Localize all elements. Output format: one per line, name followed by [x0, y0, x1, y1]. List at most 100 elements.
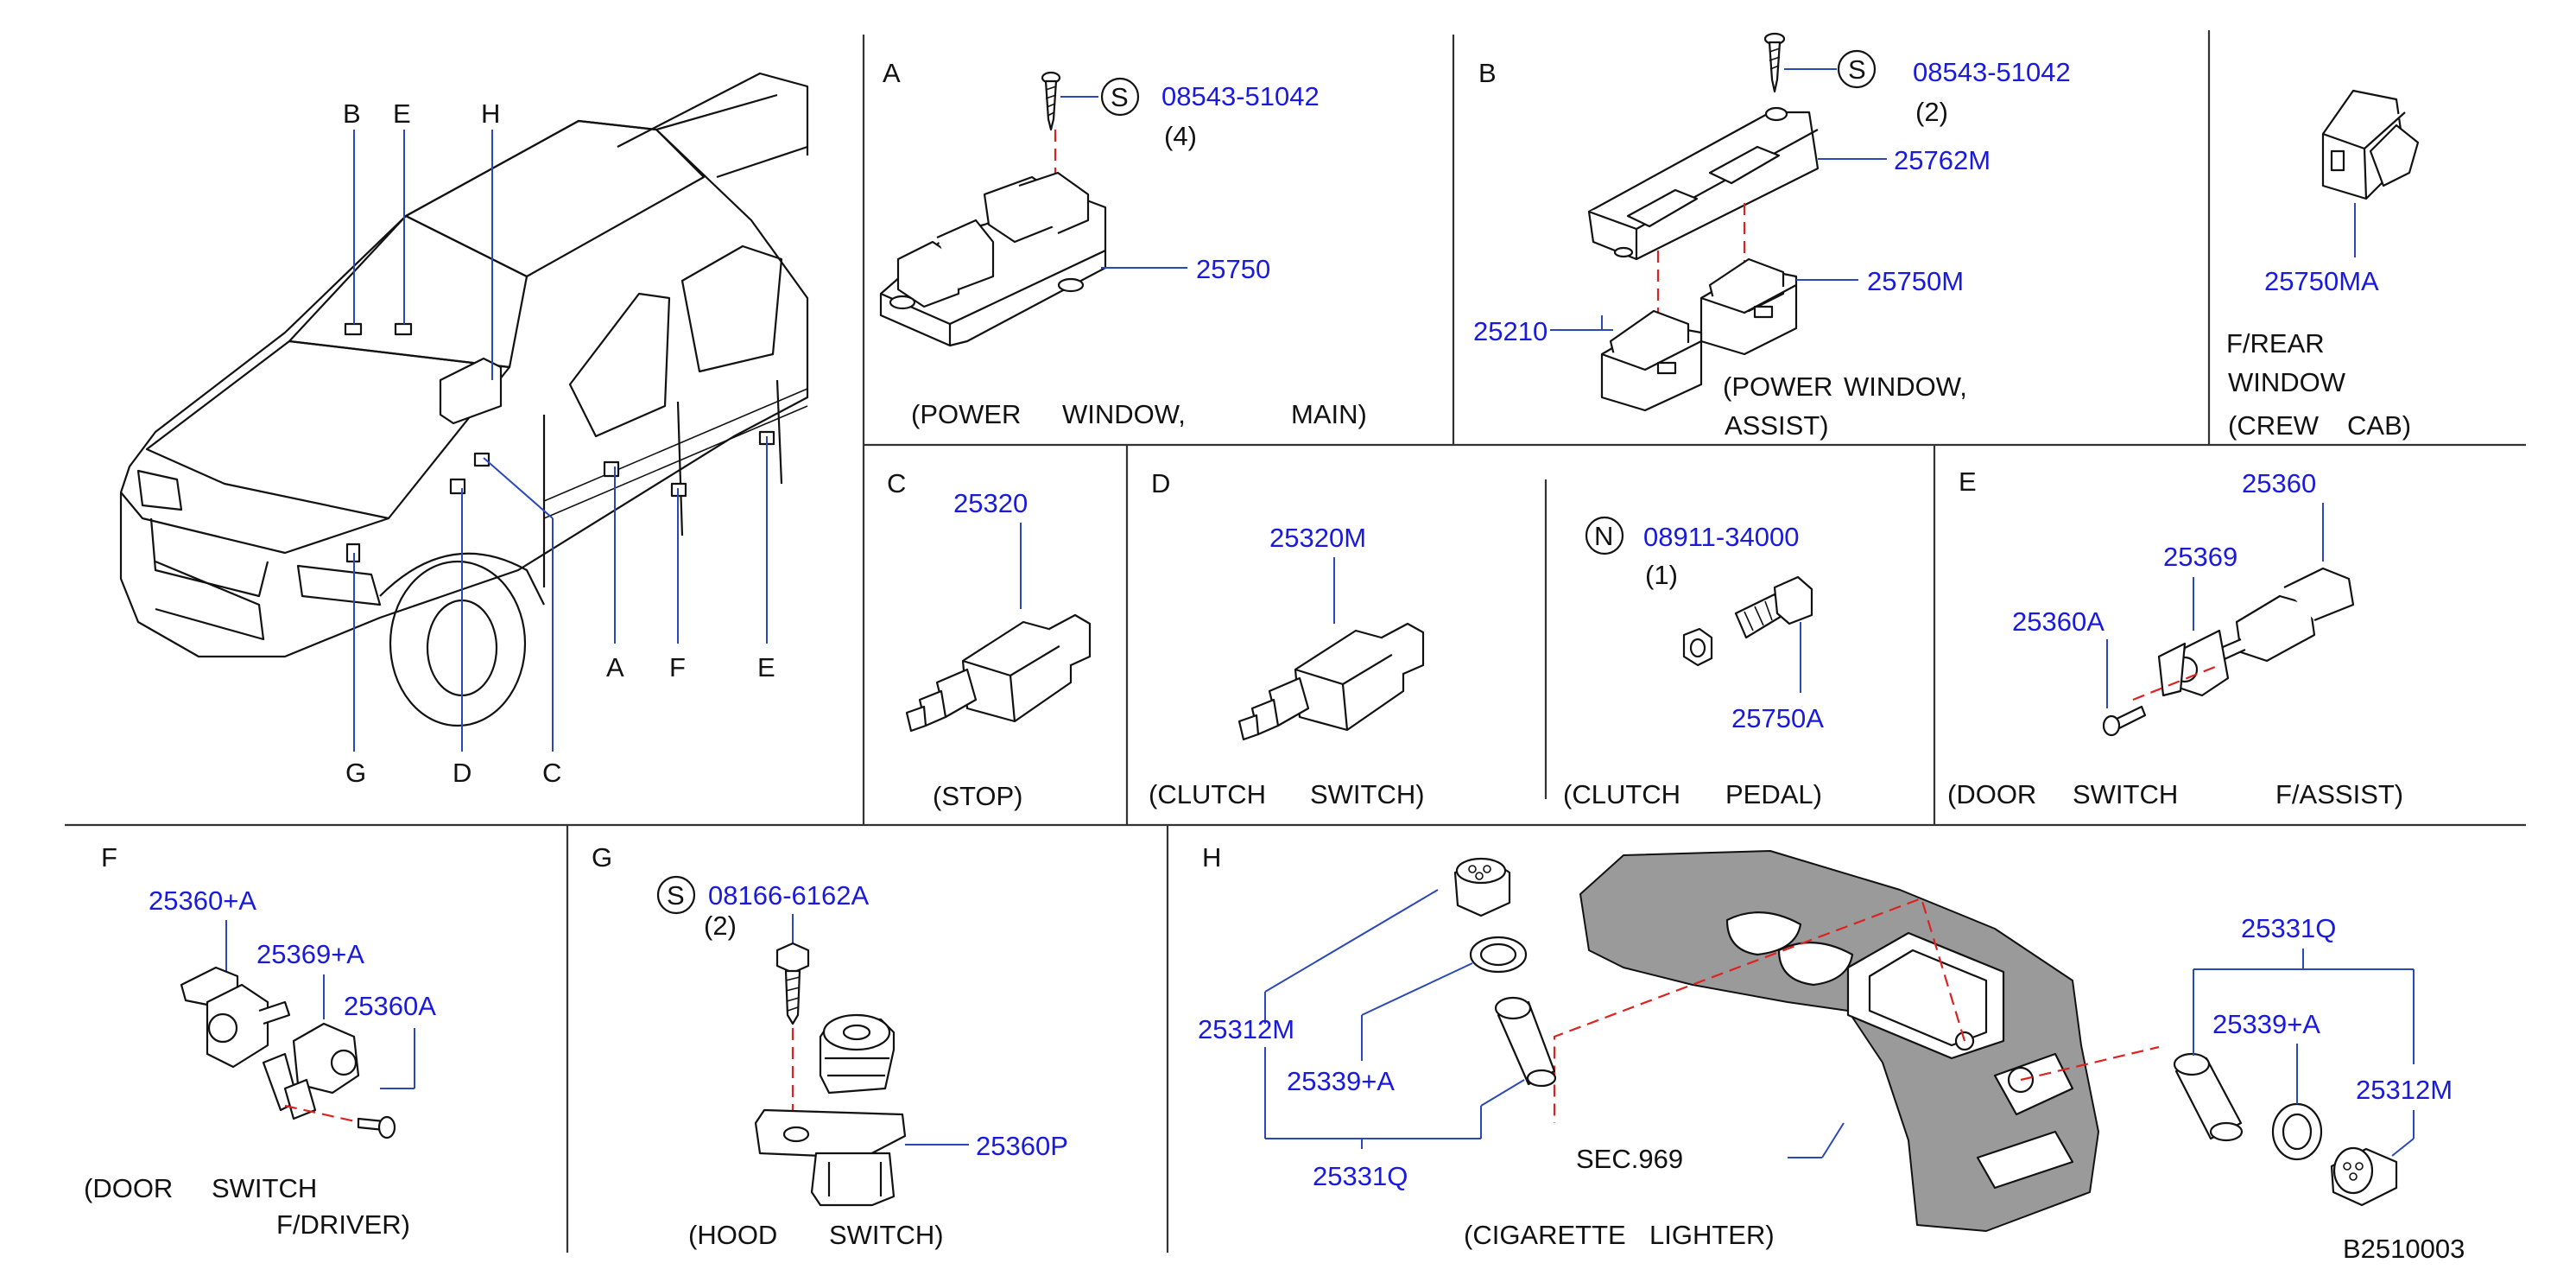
callout-d: D	[453, 758, 472, 788]
part-number-25360: 25360	[2242, 468, 2316, 498]
part-number-25750m: 25750M	[1867, 266, 1964, 296]
center-console	[1579, 850, 2099, 1232]
callout-g: G	[345, 758, 366, 788]
rear-caption-4: CAB)	[2347, 410, 2411, 441]
power-window-main-switch	[879, 171, 1107, 347]
hood-switch	[754, 1013, 907, 1207]
section-c-letter: C	[887, 468, 906, 498]
rear-caption-1: F/REAR	[2226, 328, 2325, 359]
section-a-letter: A	[883, 58, 901, 88]
part-number-25369-a: 25369+A	[256, 939, 364, 969]
section-b-letter: B	[1478, 58, 1497, 88]
section-b-caption-3: ASSIST)	[1725, 410, 1829, 441]
section-f-caption-2: SWITCH	[212, 1173, 317, 1203]
stop-lamp-switch	[905, 613, 1092, 733]
section-d-letter: D	[1151, 468, 1170, 498]
section-e-caption-2: SWITCH	[2073, 779, 2178, 809]
section-g-bolt-symbol: S	[667, 880, 685, 911]
part-number-25360-a: 25360+A	[149, 885, 256, 916]
part-number-08911-34000: 08911-34000	[1643, 522, 1799, 552]
section-b-screw-qty: (2)	[1915, 97, 1948, 127]
lighter-ring-left	[1469, 936, 1528, 974]
section-a-screw-symbol: S	[1111, 82, 1129, 112]
part-number-25339-a-right: 25339+A	[2212, 1009, 2320, 1039]
truck-overview-illustration	[119, 72, 809, 727]
part-number-25750a: 25750A	[1731, 703, 1824, 733]
screw-icon	[1763, 32, 1786, 93]
section-a-caption-3: MAIN)	[1291, 399, 1367, 429]
door-switch-f	[180, 966, 360, 1120]
section-d: D 25320M (CLUTCH SWITCH) N 08911-34000 (…	[1149, 468, 1824, 809]
section-g: G S 08166-6162A (2) 25360P (HOOD SWITCH)	[592, 842, 1068, 1250]
section-b-caption-2: WINDOW,	[1844, 371, 1967, 402]
part-number-25312m-left: 25312M	[1198, 1014, 1294, 1044]
section-g-caption-1: (HOOD	[688, 1220, 777, 1250]
overview-leaders	[353, 130, 768, 752]
section-c: C 25320 (STOP)	[887, 468, 1092, 811]
part-number-25320: 25320	[953, 488, 1028, 518]
section-d-nut-symbol: N	[1594, 521, 1613, 551]
section-h-caption-2: LIGHTER)	[1649, 1220, 1775, 1250]
power-window-assist-switch	[1699, 257, 1798, 356]
part-number-25210: 25210	[1473, 316, 1547, 346]
section-d-caption-2b: PEDAL)	[1725, 779, 1822, 809]
section-f-caption-1: (DOOR	[84, 1173, 173, 1203]
panel-frame	[65, 30, 2526, 1253]
part-number-25320m: 25320M	[1269, 523, 1366, 553]
part-number-25750: 25750	[1196, 254, 1270, 284]
section-g-caption-2: SWITCH)	[829, 1220, 944, 1250]
section-g-bolt-qty: (2)	[704, 911, 737, 941]
rear-caption-3: (CREW	[2228, 410, 2320, 441]
section-c-caption: (STOP)	[933, 781, 1023, 811]
part-number-25762m: 25762M	[1894, 145, 1991, 175]
section-b-caption-1: (POWER	[1723, 371, 1832, 402]
section-f: F 25360+A 25369+A 25360A (DOOR SWITCH F/…	[84, 842, 436, 1240]
callout-e: E	[393, 98, 411, 129]
section-d-caption-2a: (CLUTCH	[1563, 779, 1680, 809]
section-a-caption-2: WINDOW,	[1062, 399, 1186, 429]
section-a: A S 08543-51042 (4) 25750 (POWER WINDOW,	[879, 58, 1367, 429]
part-number-25331q-right: 25331Q	[2241, 913, 2336, 943]
rear-window-switch	[2321, 89, 2420, 200]
section-reference-969: SEC.969	[1576, 1144, 1683, 1174]
section-f-letter: F	[101, 842, 117, 873]
rear-caption-2: WINDOW	[2228, 367, 2346, 397]
lighter-knob-left	[1453, 857, 1511, 917]
part-number-08166-6162a: 08166-6162A	[708, 880, 869, 911]
clutch-switch	[1237, 622, 1425, 741]
section-d-caption-1b: SWITCH)	[1310, 779, 1425, 809]
bolt-icon	[775, 942, 810, 1025]
section-h-caption-1: (CIGARETTE	[1464, 1220, 1626, 1250]
callout-e-2: E	[757, 652, 775, 682]
screw-icon	[1041, 71, 1061, 131]
callout-b: B	[343, 98, 361, 129]
lighter-socket-right	[2173, 1052, 2244, 1142]
section-rear-window: 25750MA F/REAR WINDOW (CREW CAB)	[2226, 89, 2420, 441]
bolt-icon	[1734, 575, 1813, 639]
part-number-25312m-right: 25312M	[2356, 1075, 2453, 1105]
part-number-25331q-left: 25331Q	[1313, 1161, 1408, 1191]
callout-h: H	[481, 98, 500, 129]
power-window-switch-25210	[1600, 309, 1703, 412]
part-number-08543-51042: 08543-51042	[1161, 81, 1320, 111]
lighter-ring-right	[2271, 1102, 2323, 1161]
nut-icon	[1682, 627, 1713, 667]
section-b-screw-symbol: S	[1848, 54, 1866, 85]
screw-icon	[2102, 705, 2147, 737]
section-e-letter: E	[1959, 466, 1977, 497]
callout-f: F	[669, 652, 686, 682]
section-a-screw-qty: (4)	[1164, 121, 1197, 151]
section-e: E 25360 25369 25360A (DOOR SWITCH F/ASSI…	[1947, 466, 2403, 809]
section-h-letter: H	[1202, 842, 1221, 873]
part-number-25750ma: 25750MA	[2264, 266, 2379, 296]
overview-callouts: B E H A F E G D C	[343, 98, 775, 788]
part-number-25360p: 25360P	[976, 1131, 1068, 1161]
lighter-knob-right	[2330, 1146, 2398, 1207]
part-number-08543-51042-b: 08543-51042	[1913, 57, 2071, 87]
part-number-25369: 25369	[2163, 542, 2237, 572]
section-h: H SEC.969	[1198, 842, 2453, 1250]
section-b: B S 08543-51042 (2) 25762M	[1473, 32, 2071, 441]
callout-a: A	[606, 652, 624, 682]
section-f-caption-3: F/DRIVER)	[276, 1209, 410, 1240]
